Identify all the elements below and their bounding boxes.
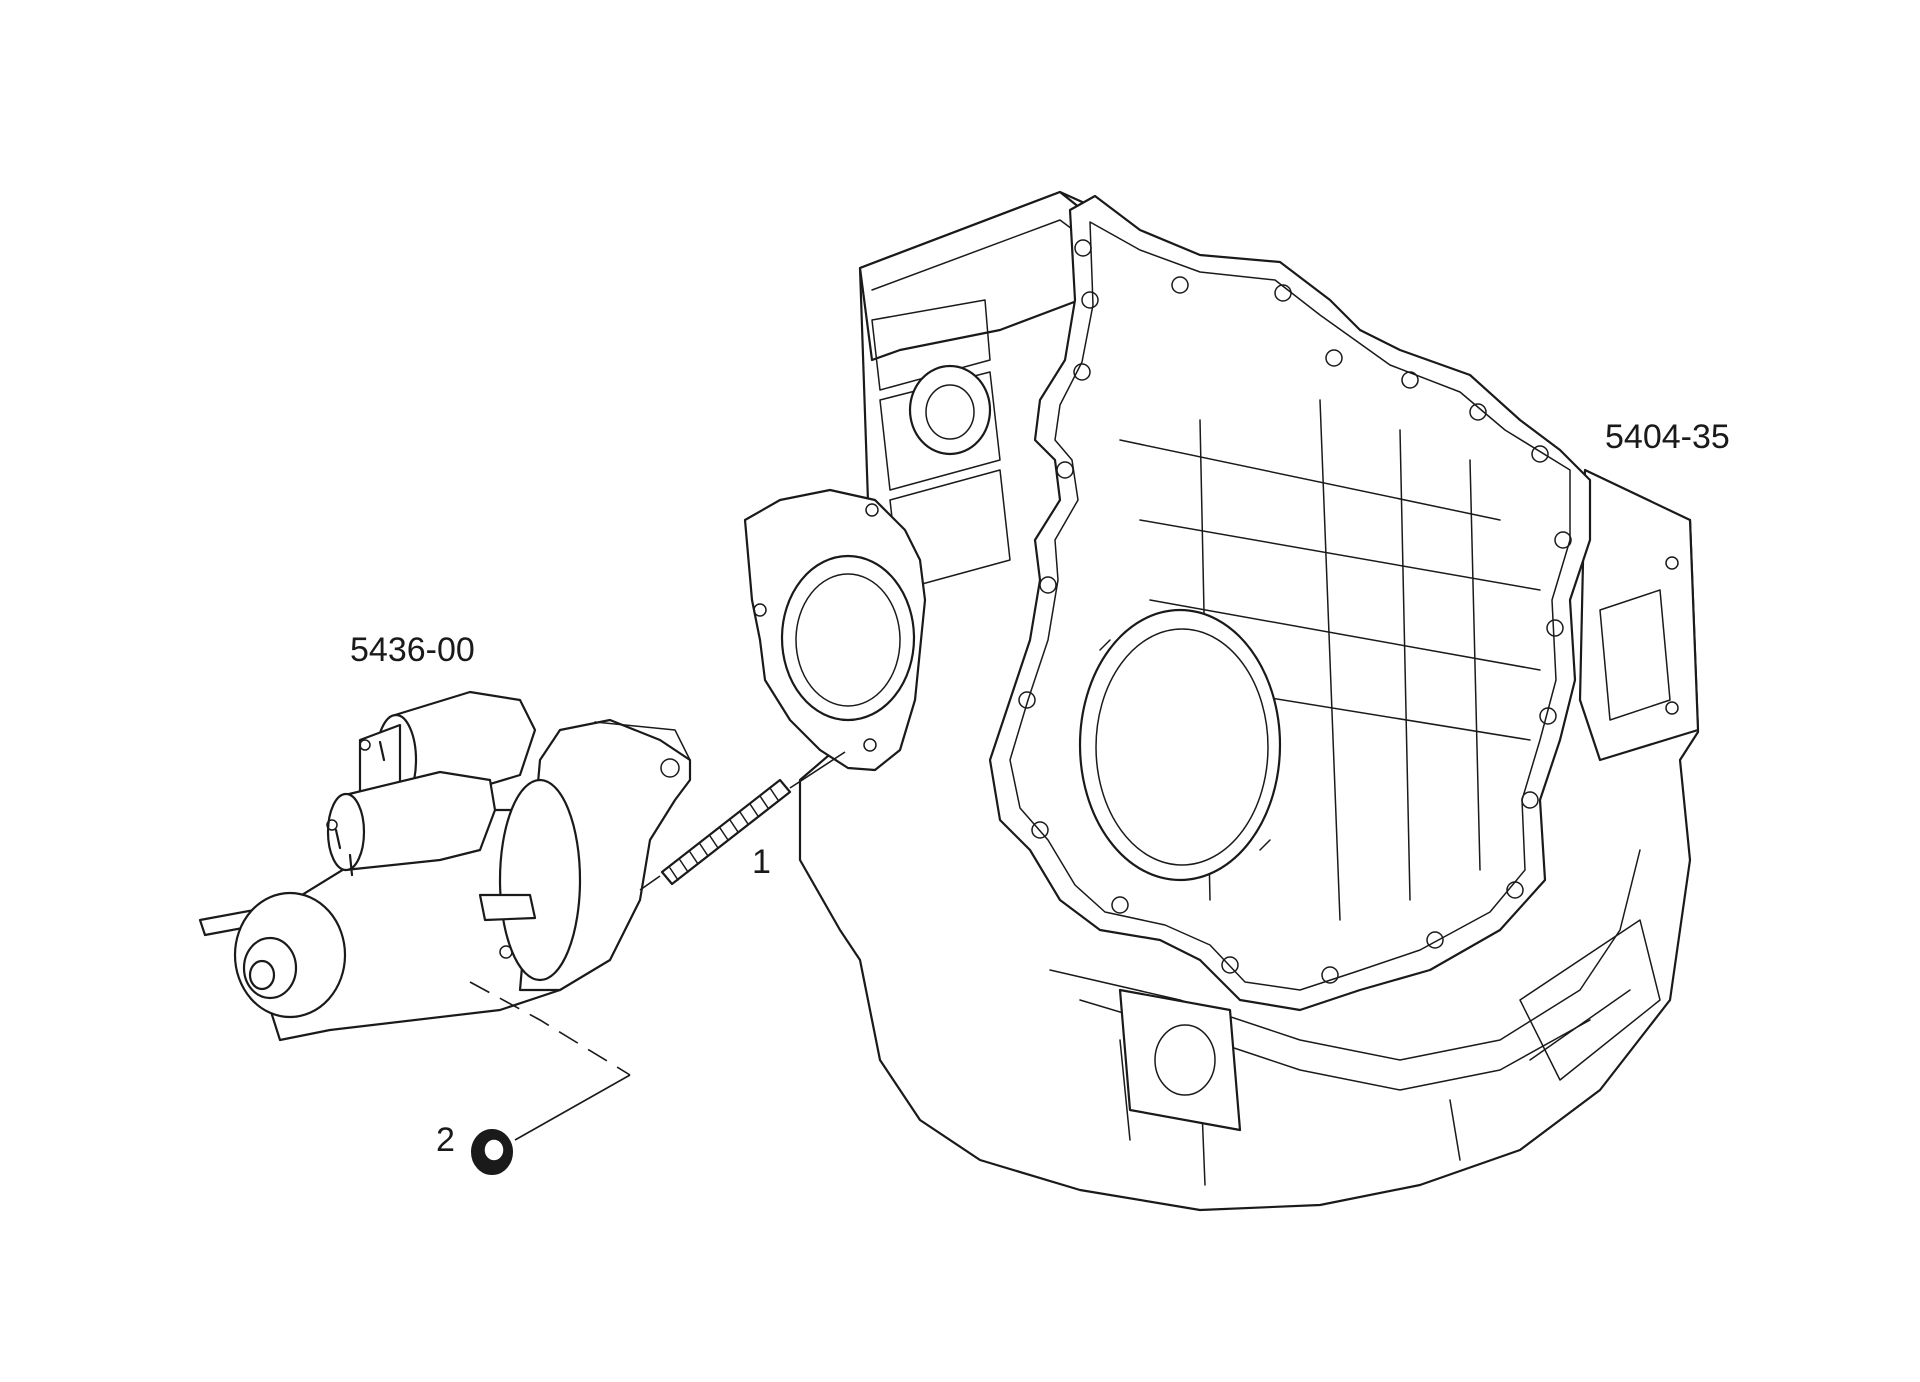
starter-motor	[198, 690, 692, 1042]
stud-part	[639, 751, 846, 891]
housing-part-number-label: 5404-35	[1605, 418, 1730, 456]
nut-alignment-line	[469, 981, 631, 1076]
nut-callout-label: 2	[436, 1121, 455, 1159]
stud-callout-label: 1	[752, 843, 771, 881]
flywheel-housing	[798, 190, 1700, 1212]
nut-leader-line	[514, 1074, 631, 1141]
starter-mounting-flange	[743, 488, 927, 772]
starter-part-number-label: 5436-00	[350, 631, 475, 669]
nut-part	[471, 1129, 513, 1175]
